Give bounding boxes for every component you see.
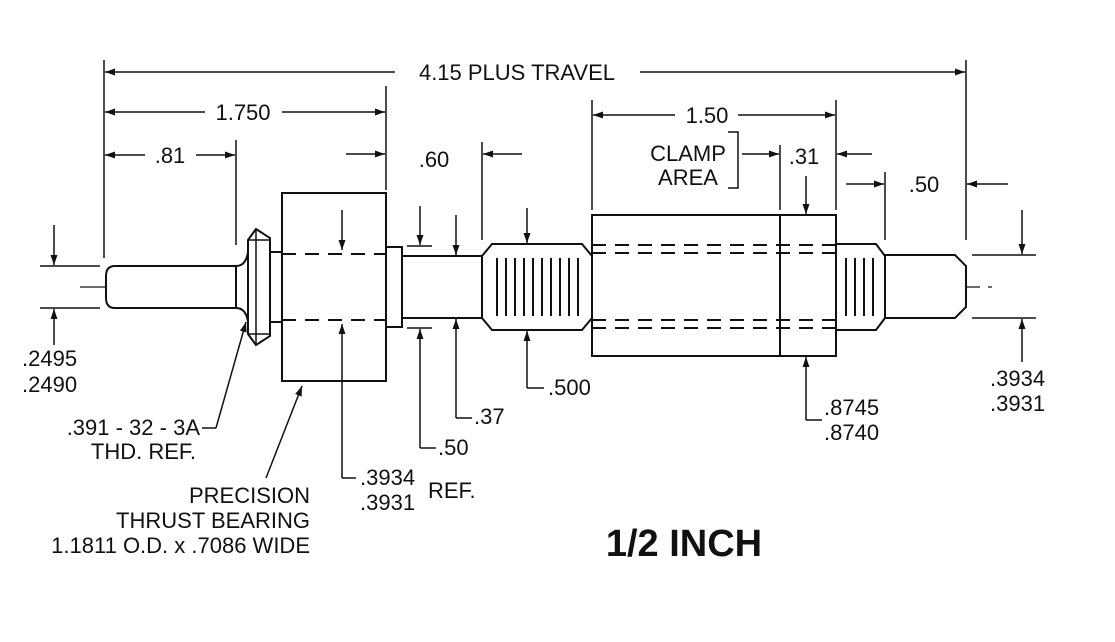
thread-ref-line2: THD. REF. <box>91 439 196 464</box>
tip-dia-lower: .2490 <box>22 372 77 397</box>
collar <box>385 246 403 328</box>
right-spline <box>835 243 886 331</box>
dim-81-label: .81 <box>155 143 186 168</box>
dim-50-right-label: .50 <box>909 172 940 197</box>
right-tip <box>884 254 967 319</box>
dim-1750-label: 1.750 <box>215 100 270 125</box>
dim-31-label: .31 <box>789 144 820 169</box>
spindle-part <box>80 192 995 382</box>
dim-37-label: .37 <box>474 404 505 429</box>
overall-length-label: 4.15 PLUS TRAVEL <box>419 60 615 85</box>
spline-section <box>481 243 593 331</box>
left-tip <box>105 265 236 309</box>
dim-50-bottom-label: .50 <box>438 435 469 460</box>
right-dia-lower: .3931 <box>990 391 1045 416</box>
extension-lines <box>40 60 1036 329</box>
clamp-area-label-line2: AREA <box>658 165 718 190</box>
bearing-label-line1: PRECISION <box>189 483 310 508</box>
thread-flange <box>247 227 271 347</box>
ref-label: REF. <box>428 478 476 503</box>
ref-dia-upper: .3934 <box>360 465 415 490</box>
shaft <box>401 255 483 319</box>
bearing-label-line3: 1.1811 O.D. x .7086 WIDE <box>51 533 310 558</box>
tip-neck <box>235 251 249 323</box>
bearing-label-line2: THRUST BEARING <box>116 508 310 533</box>
ref-dia-lower: .3931 <box>360 490 415 515</box>
thread-ref-line1: .391 - 32 - 3A <box>67 415 201 440</box>
dimension-labels: 4.15 PLUS TRAVEL 1.750 .81 .60 1.50 CLAM… <box>22 60 1045 565</box>
drawing-title: 1/2 INCH <box>606 523 762 565</box>
right-spline-grooves <box>845 258 874 316</box>
right-dia-upper: .3934 <box>990 366 1045 391</box>
body-dia-lower: .8740 <box>824 420 879 445</box>
thrust-bearing <box>281 192 387 382</box>
dimension-arrows <box>50 68 1026 479</box>
dim-60-label: .60 <box>419 147 450 172</box>
dim-150-label: 1.50 <box>686 103 729 128</box>
tip-dia-upper: .2495 <box>22 346 77 371</box>
spline-grooves <box>496 258 579 316</box>
main-body <box>591 214 837 357</box>
clamp-area-label-line1: CLAMP <box>650 141 726 166</box>
dim-500-label: .500 <box>548 375 591 400</box>
body-dia-upper: .8745 <box>824 395 879 420</box>
